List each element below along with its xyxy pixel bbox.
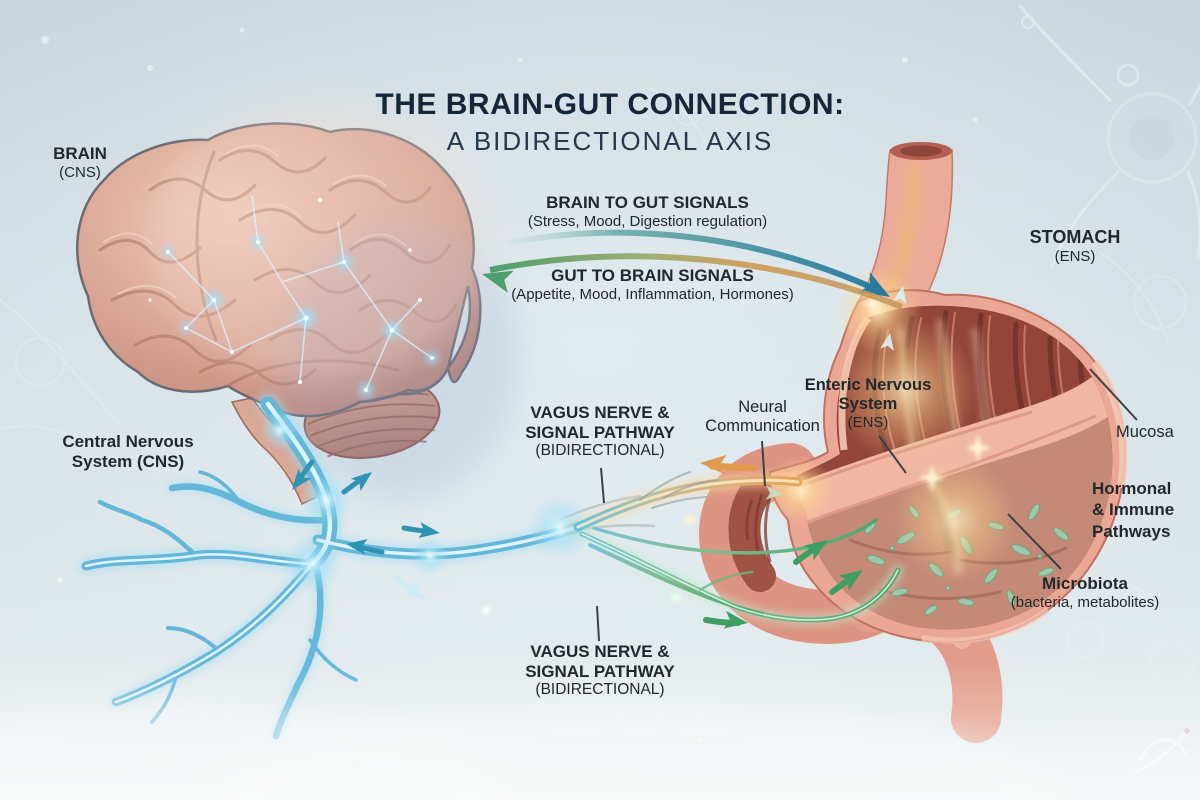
mucosa-leader-line (1089, 368, 1138, 421)
green-up-arrow-icon (703, 532, 869, 632)
microbiota-label: Microbiota (bacteria, metabolites) (1010, 574, 1160, 611)
stomach-band (795, 373, 1113, 526)
leader-lines (596, 368, 1138, 642)
mucosa-label: Mucosa (1116, 423, 1174, 441)
microbiota-leader-line (1007, 513, 1062, 570)
vagus-nerve-upper-label: VAGUS NERVE & SIGNAL PATHWAY (BIDIRECTIO… (525, 403, 675, 460)
ens-leader-line (878, 435, 907, 474)
bright-flow-arrow-icon (393, 575, 432, 607)
stomach-illustration (698, 142, 1128, 743)
neural-communication-label: Neural Communication (705, 398, 820, 436)
teal-flow-arrow-icon (285, 459, 442, 555)
bidirectional-flow-arrows (285, 453, 869, 632)
stomach-label: STOMACH (ENS) (1029, 227, 1121, 265)
brain-to-gut-signals-label: BRAIN TO GUT SIGNALS (Stress, Mood, Dige… (527, 193, 768, 230)
sparkle-stars (861, 292, 992, 492)
brain-gut-signal-arcs (479, 229, 904, 310)
page-title: THE BRAIN-GUT CONNECTION: A BIDIRECTIONA… (210, 88, 1010, 156)
title-line-1: THE BRAIN-GUT CONNECTION: (375, 88, 845, 121)
brain-label: BRAIN (CNS) (53, 144, 107, 181)
title-line-2: A BIDIRECTIONAL AXIS (446, 125, 774, 156)
brain-to-gut-arc (505, 229, 886, 296)
vagus-upper-leader-line (600, 467, 605, 504)
gut-to-brain-signals-label: GUT TO BRAIN SIGNALS (Appetite, Mood, In… (511, 266, 794, 303)
hormonal-immune-pathways-label: Hormonal & Immune Pathways (1092, 479, 1175, 541)
enteric-nervous-system-label: Enteric Nervous System (ENS) (804, 376, 932, 432)
neural-communication-leader-line (761, 440, 766, 487)
orange-left-arrow-icon (699, 453, 758, 475)
vagus-nerve-lower-label: VAGUS NERVE & SIGNAL PATHWAY (BIDIRECTIO… (525, 642, 675, 699)
vagus-lower-leader-line (596, 605, 600, 642)
brain-neural-network (148, 195, 438, 397)
gut-to-brain-arc (489, 253, 904, 310)
central-nervous-system-label: Central Nervous System (CNS) (62, 432, 194, 471)
brain-illustration (75, 100, 520, 506)
gut-pathways (482, 471, 898, 620)
